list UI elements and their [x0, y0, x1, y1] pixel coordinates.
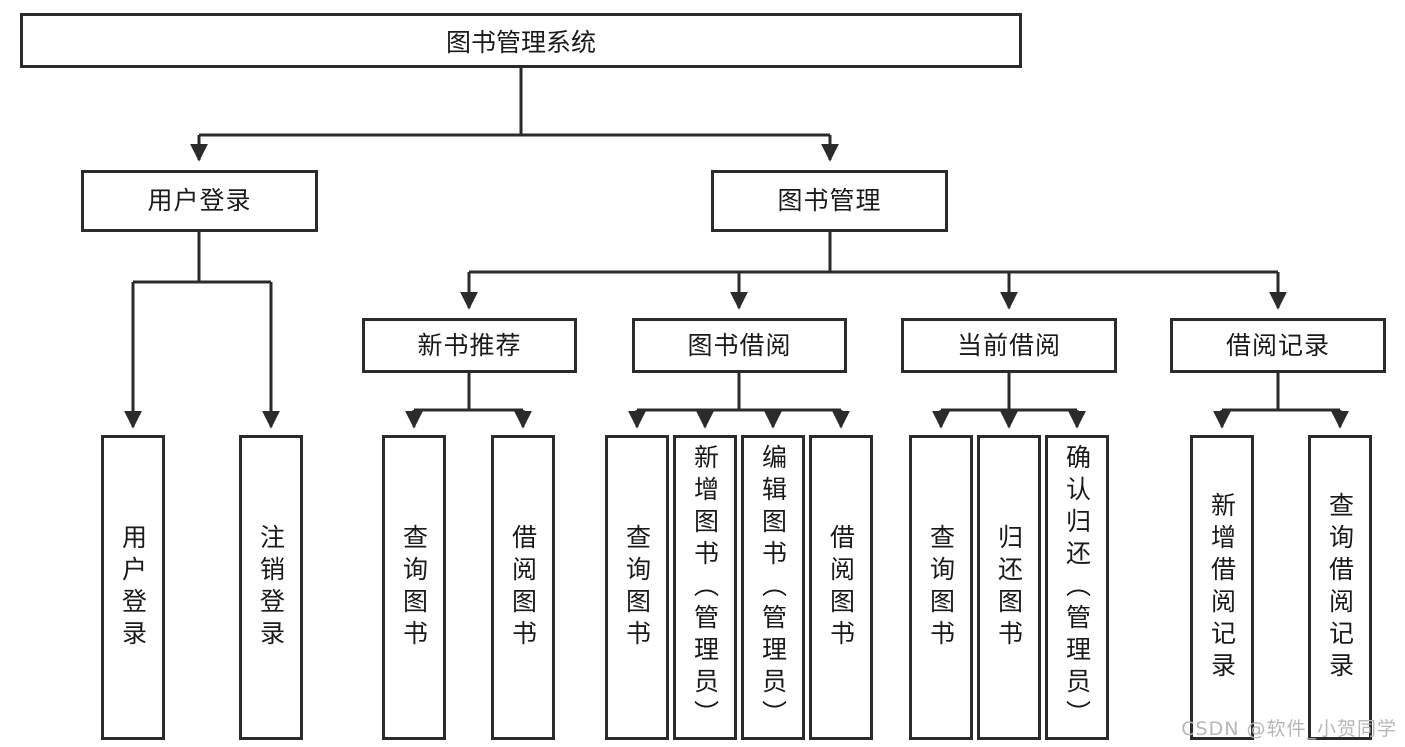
- node-current-borrow[interactable]: 当前借阅: [901, 318, 1117, 373]
- leaf-label: 查询图书: [926, 523, 956, 652]
- leaf-inner: 用户登录: [104, 438, 162, 737]
- leaf-add-book-admin[interactable]: 新增图书（管理员）: [673, 435, 737, 740]
- leaf-borrow-book-recommend[interactable]: 借阅图书: [491, 435, 555, 740]
- node-user-login[interactable]: 用户登录: [81, 170, 318, 232]
- leaf-label: 用户登录: [118, 523, 148, 652]
- leaf-inner: 查询图书: [608, 438, 666, 737]
- leaf-query-borrow-record[interactable]: 查询借阅记录: [1308, 435, 1372, 740]
- node-book-borrow[interactable]: 图书借阅: [632, 318, 847, 373]
- leaf-inner: 确认归还（管理员）: [1048, 438, 1106, 737]
- leaf-inner: 查询借阅记录: [1311, 438, 1369, 737]
- node-borrow-record[interactable]: 借阅记录: [1170, 318, 1386, 373]
- leaf-inner: 借阅图书: [812, 438, 870, 737]
- leaf-label: 归还图书: [994, 523, 1024, 652]
- leaf-inner: 查询图书: [912, 438, 970, 737]
- leaf-borrow-book[interactable]: 借阅图书: [809, 435, 873, 740]
- leaf-user-logout[interactable]: 注销登录: [239, 435, 303, 740]
- leaf-query-book-borrow[interactable]: 查询图书: [605, 435, 669, 740]
- leaf-inner: 查询图书: [385, 438, 443, 737]
- node-label: 图书借阅: [687, 330, 792, 360]
- leaf-inner: 新增借阅记录: [1193, 438, 1251, 737]
- leaf-query-book-current[interactable]: 查询图书: [909, 435, 973, 740]
- leaf-label: 确认归还（管理员）: [1062, 443, 1092, 732]
- leaf-inner: 编辑图书（管理员）: [744, 438, 802, 737]
- node-book-management[interactable]: 图书管理: [711, 170, 948, 232]
- leaf-label: 借阅图书: [826, 523, 856, 652]
- leaf-return-book[interactable]: 归还图书: [977, 435, 1041, 740]
- leaf-label: 新增借阅记录: [1207, 491, 1237, 684]
- leaf-label: 查询借阅记录: [1325, 491, 1355, 684]
- node-new-book-recommend[interactable]: 新书推荐: [362, 318, 577, 373]
- leaf-edit-book-admin[interactable]: 编辑图书（管理员）: [741, 435, 805, 740]
- leaf-inner: 新增图书（管理员）: [676, 438, 734, 737]
- node-label: 图书管理系统: [445, 27, 596, 57]
- leaf-label: 注销登录: [256, 523, 286, 652]
- leaf-confirm-return-admin[interactable]: 确认归还（管理员）: [1045, 435, 1109, 740]
- leaf-inner: 注销登录: [242, 438, 300, 737]
- leaf-label: 查询图书: [399, 523, 429, 652]
- leaf-label: 新增图书（管理员）: [690, 443, 720, 732]
- leaf-label: 借阅图书: [508, 523, 538, 652]
- leaf-add-borrow-record[interactable]: 新增借阅记录: [1190, 435, 1254, 740]
- leaf-label: 查询图书: [622, 523, 652, 652]
- leaf-inner: 归还图书: [980, 438, 1038, 737]
- node-label: 图书管理: [777, 186, 882, 216]
- leaf-label: 编辑图书（管理员）: [758, 443, 788, 732]
- node-root-system[interactable]: 图书管理系统: [20, 13, 1022, 68]
- node-label: 用户登录: [147, 186, 252, 216]
- node-label: 当前借阅: [956, 330, 1061, 360]
- node-label: 借阅记录: [1225, 330, 1330, 360]
- leaf-user-login[interactable]: 用户登录: [101, 435, 165, 740]
- node-label: 新书推荐: [417, 330, 522, 360]
- leaf-inner: 借阅图书: [494, 438, 552, 737]
- leaf-query-book-recommend[interactable]: 查询图书: [382, 435, 446, 740]
